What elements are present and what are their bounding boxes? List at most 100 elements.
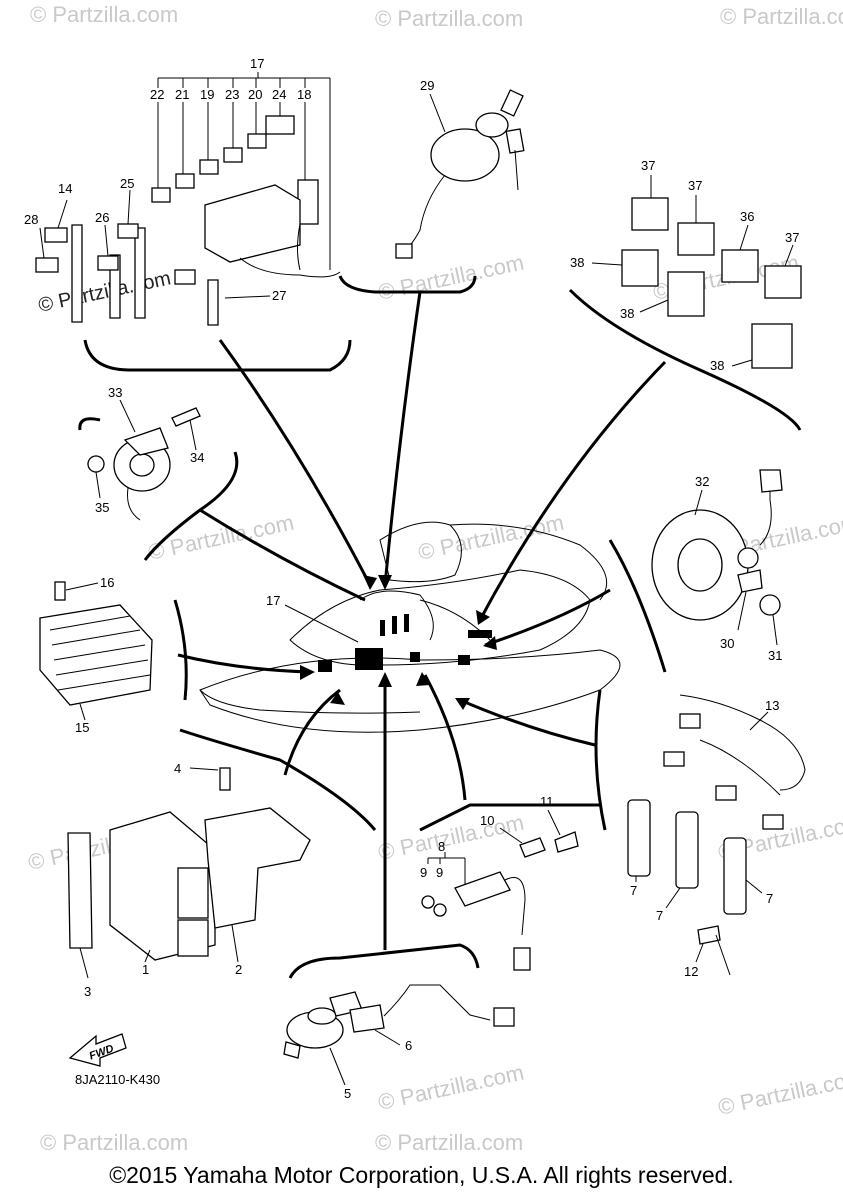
callout-label: 38 xyxy=(710,358,724,373)
snowmobile-windshield xyxy=(379,521,462,583)
callout-line xyxy=(231,924,239,963)
pickup-wire xyxy=(759,490,772,546)
wire-clamp xyxy=(174,269,196,285)
callout-line xyxy=(665,887,681,909)
bracket-sensor-group xyxy=(419,803,600,832)
fuse-box-group: 17 22 21 19 23 20 24 18 25 14 26 28 27 xyxy=(24,56,341,326)
relay xyxy=(764,265,802,299)
callout-line xyxy=(224,295,271,299)
callout-label: 24 xyxy=(272,87,286,102)
arrowhead xyxy=(300,665,315,680)
callout-line xyxy=(429,93,446,133)
sub-harness-wire xyxy=(679,694,806,791)
pressure-lead-connector xyxy=(349,1004,385,1033)
ignition-wire xyxy=(404,174,446,251)
leader-horn xyxy=(199,508,366,602)
callout-label: 17 xyxy=(250,56,264,71)
leader-pickup xyxy=(484,588,611,647)
pressure-switch-top xyxy=(307,1007,337,1025)
relay xyxy=(677,222,715,256)
callout-line xyxy=(739,224,749,251)
copyright-notice: ©2015 Yamaha Motor Corporation, U.S.A. A… xyxy=(109,1162,734,1188)
harness-relay-block xyxy=(468,630,492,638)
callout-label: 36 xyxy=(740,209,754,224)
callout-label: 31 xyxy=(768,648,782,663)
arrowhead xyxy=(378,672,392,687)
speed-sensor-wire xyxy=(504,877,526,936)
rectifier-fins xyxy=(49,615,151,691)
arrowhead xyxy=(378,575,392,590)
callout-label: 27 xyxy=(272,288,286,303)
callout-line xyxy=(784,244,794,267)
callout-line xyxy=(39,227,45,259)
leader-plug xyxy=(459,698,596,747)
callout-label: 17 xyxy=(266,593,280,608)
arrowhead xyxy=(363,575,377,590)
wire-clamp xyxy=(117,223,139,239)
sensor-group: 8 9 9 10 11 xyxy=(420,794,579,971)
pressure-lead-end xyxy=(493,1007,515,1027)
relay xyxy=(721,249,759,283)
callout-line xyxy=(79,703,86,721)
rectifier-group: 16 15 xyxy=(39,575,153,735)
callout-line xyxy=(127,189,131,225)
callout-label: 16 xyxy=(100,575,114,590)
callout-label: 30 xyxy=(720,636,734,651)
callout-label: 22 xyxy=(150,87,164,102)
watermark: © Partzilla.com xyxy=(40,1130,188,1155)
callout-line xyxy=(189,767,219,771)
cable-tie xyxy=(109,254,121,319)
fuse-holder xyxy=(297,179,319,225)
harness-wire xyxy=(359,590,434,641)
watermark: © Partzilla.com xyxy=(720,4,843,29)
harness-connector xyxy=(380,620,385,636)
bracket-relay-group xyxy=(568,288,802,431)
callout-line xyxy=(189,419,197,451)
callout-label: 9 xyxy=(420,865,427,880)
fuse-box-wire xyxy=(239,257,341,278)
leader-lines xyxy=(177,291,667,950)
harness-connector xyxy=(410,652,420,662)
callout-label: 2 xyxy=(235,962,242,977)
callout-line xyxy=(731,359,753,367)
cable-tie-strap xyxy=(715,934,731,976)
bracket-fuse-group xyxy=(83,339,352,372)
plug-cap-group: 13 7 7 7 12 xyxy=(627,694,806,979)
pickup-group: 32 30 31 xyxy=(651,469,783,663)
callout-label: 7 xyxy=(766,891,773,906)
callout-label: 15 xyxy=(75,720,89,735)
horn-bolt xyxy=(171,407,201,427)
leader-sensor xyxy=(423,674,467,801)
relay xyxy=(631,197,669,231)
fuse xyxy=(175,173,195,189)
ecu-strap xyxy=(67,832,93,949)
pickup-coil xyxy=(737,547,759,569)
callout-line xyxy=(374,1029,401,1046)
callout-label: 38 xyxy=(570,255,584,270)
harness-connector xyxy=(663,751,685,767)
fwd-arrow-icon xyxy=(68,1033,127,1067)
callout-label: 19 xyxy=(200,87,214,102)
relay-socket xyxy=(751,323,793,369)
rectifier-regulator xyxy=(39,604,153,706)
watermark: © Partzilla.com xyxy=(376,1060,526,1115)
watermark: © Partzilla.com xyxy=(376,810,526,865)
callout-label: 12 xyxy=(684,964,698,979)
callout-label: 10 xyxy=(480,813,494,828)
bracket-pressure-group xyxy=(288,943,480,979)
callout-line xyxy=(749,711,769,731)
callout-label: 29 xyxy=(420,78,434,93)
pickup-coil-bracket xyxy=(737,569,763,593)
sensor-bolt xyxy=(554,831,579,853)
callout-line xyxy=(329,1047,346,1086)
leader-ignition xyxy=(383,291,422,586)
horn-nut xyxy=(87,455,105,473)
relay-socket xyxy=(667,271,705,317)
arrowhead xyxy=(455,698,470,710)
callout-line xyxy=(695,943,704,963)
callout-line xyxy=(119,399,136,433)
callout-label: 5 xyxy=(344,1086,351,1101)
callout-line xyxy=(95,471,101,499)
callout-line xyxy=(57,199,68,229)
ecu-group: 4 1 2 3 xyxy=(67,761,311,999)
